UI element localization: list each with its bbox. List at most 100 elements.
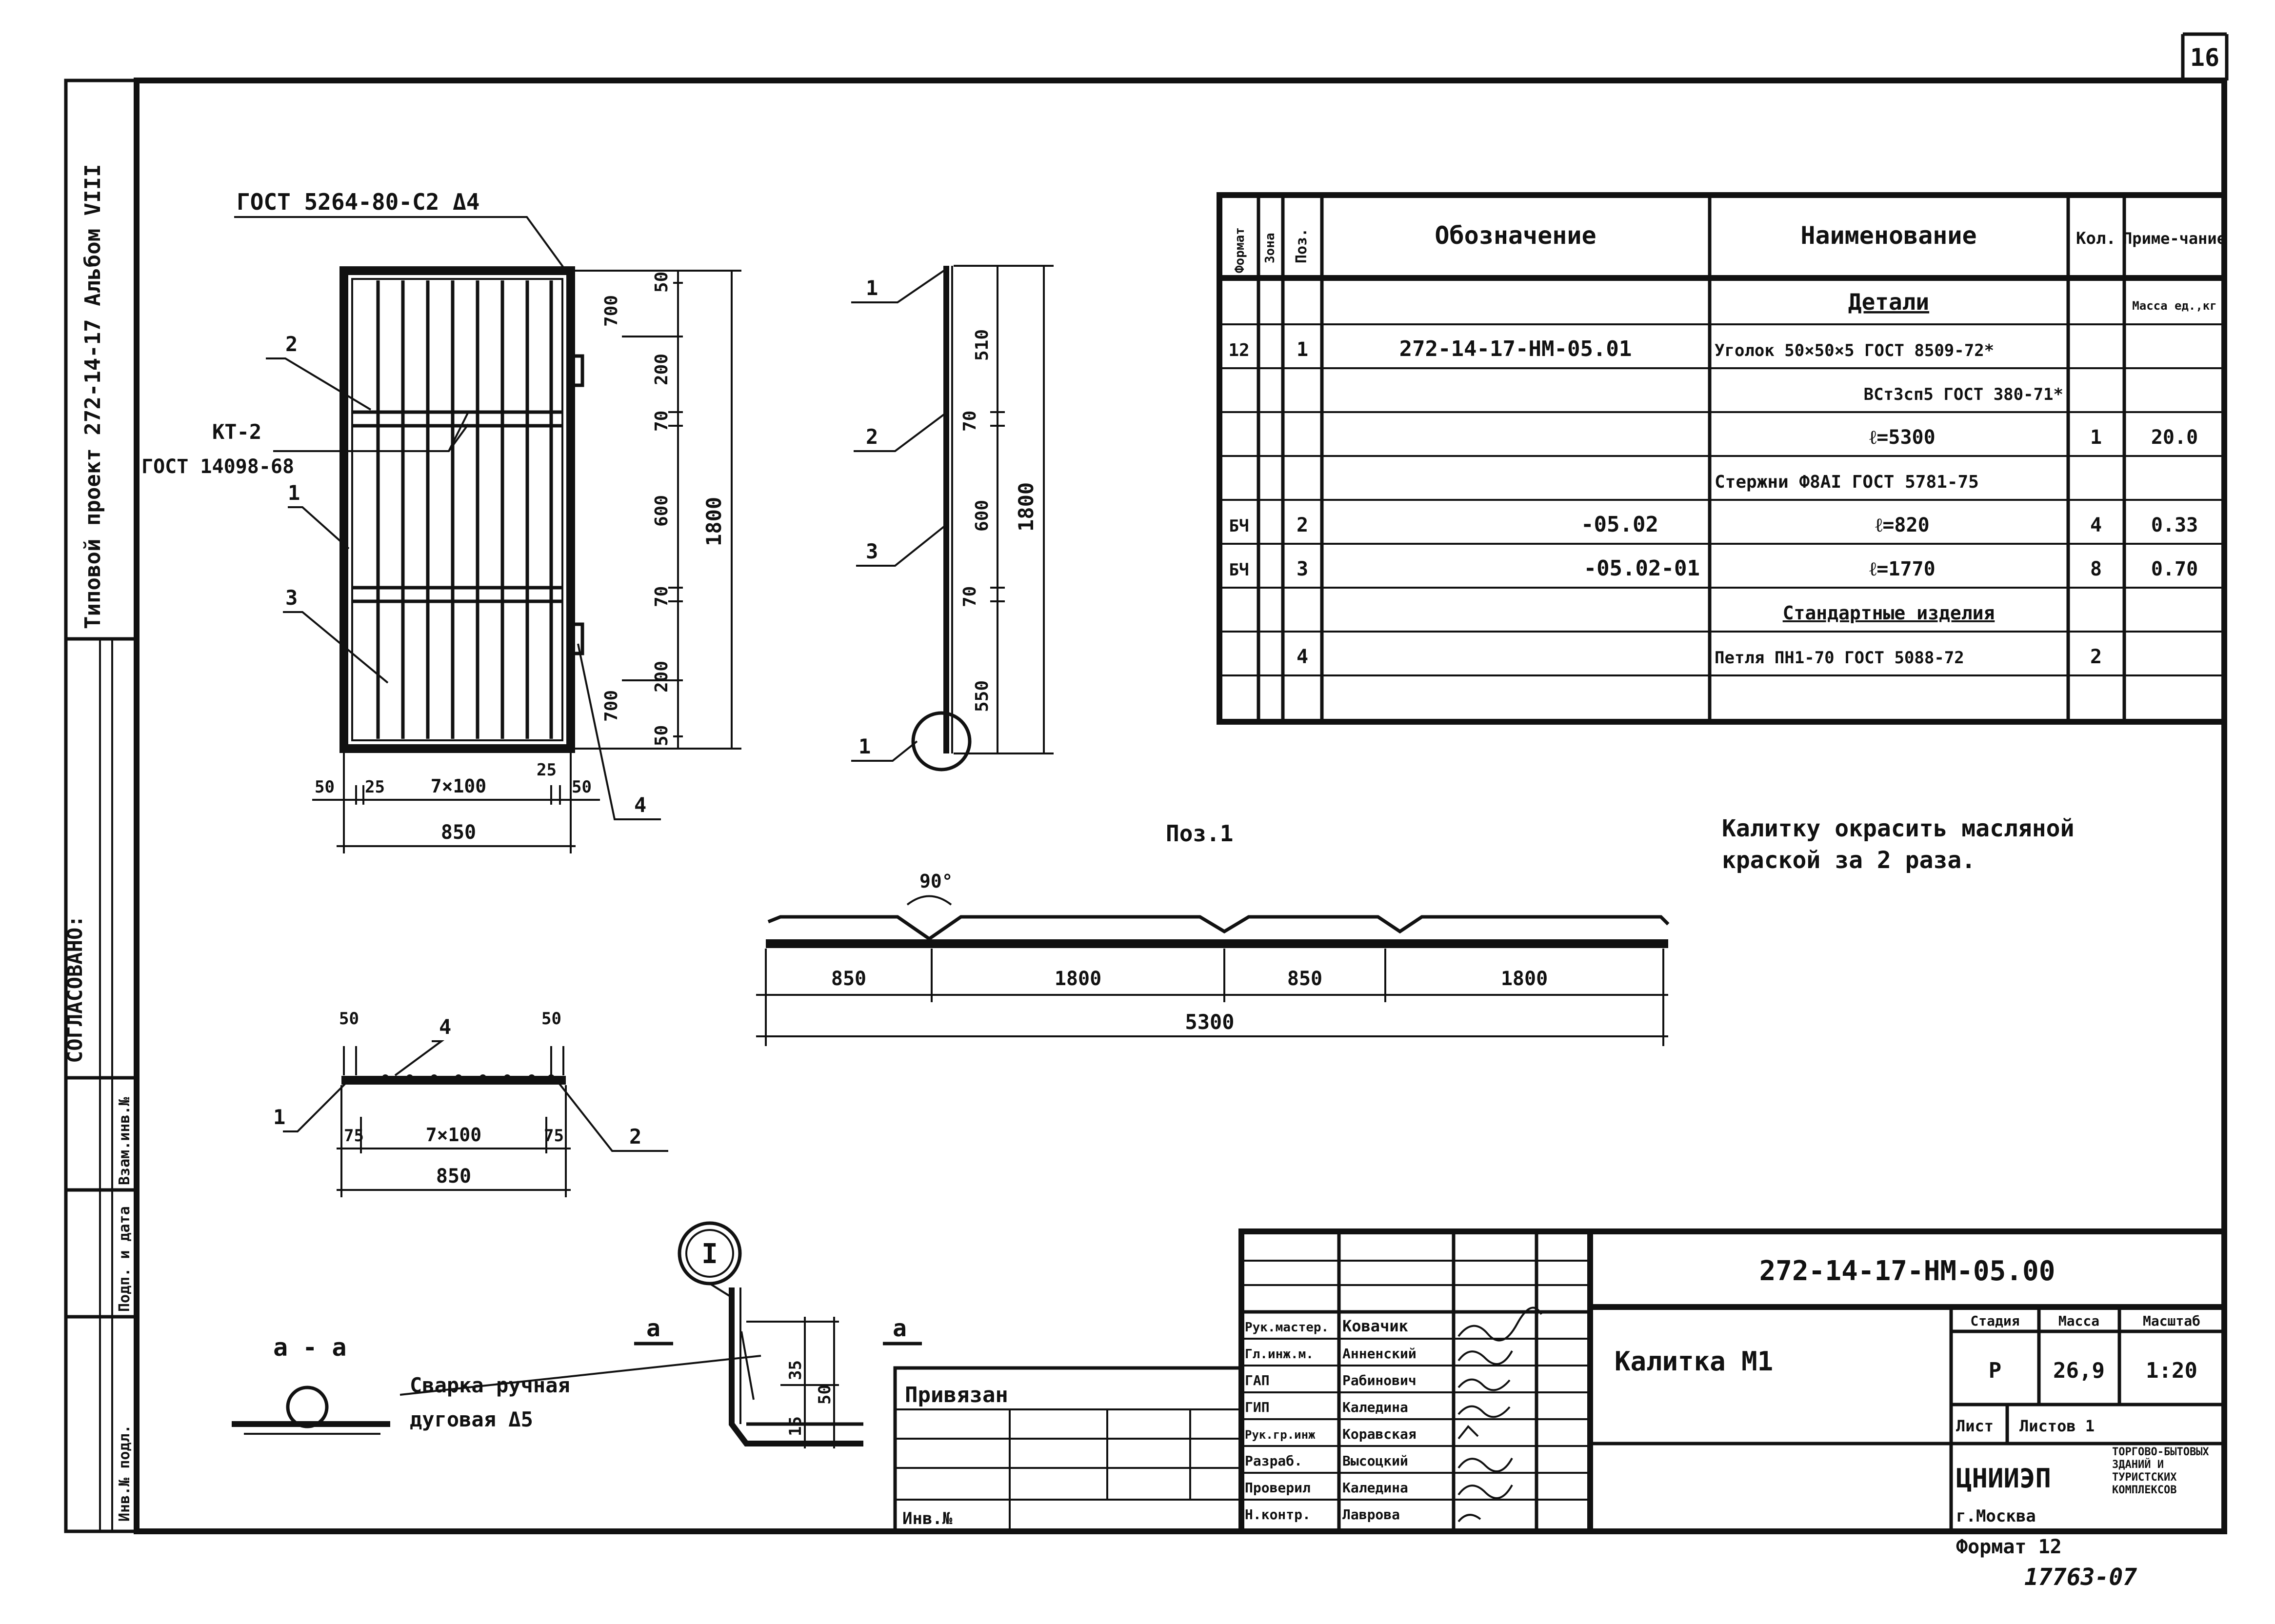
unfold-title: Поз.1 [1166,820,1233,847]
dim-mid-70a: 70 [652,411,672,432]
side-pos-1a: 1 [866,276,878,300]
format-label: Формат 12 [1956,1536,2062,1558]
inv-no-label: Инв.№ [902,1509,953,1528]
unfold-seg-1: 850 [831,968,866,990]
row8-name: Петля ПН1-70 ГОСТ 5088-72 [1715,648,1964,668]
row2-name: ВСт3сп5 ГОСТ 380-71* [1864,385,2063,404]
row8-qty: 2 [2090,646,2102,668]
drawing-title: Калитка М1 [1615,1346,1773,1377]
plan-dim-75b: 75 [544,1126,564,1146]
dim-mid-600: 600 [652,495,672,527]
role-7: Н.контр. [1245,1506,1311,1523]
name-2: Рабинович [1342,1372,1417,1388]
col-stage: Стадия [1970,1313,2019,1329]
side-dim-70b: 70 [960,586,980,607]
name-6: Каледина [1342,1480,1408,1496]
weld-line-1: Сварка ручная [410,1373,570,1397]
plan-pos-1: 1 [273,1105,285,1129]
front-pos-4: 4 [634,793,646,817]
row1-format: 12 [1228,340,1249,360]
row6-pos: 3 [1297,558,1308,580]
weld-detail: I а а 35 50 15 а - а Сварка ручная дугов… [232,1221,922,1448]
detail-dim-50: 50 [815,1385,835,1405]
dim-mid-70b: 70 [652,586,672,607]
detail-dim-15: 15 [786,1416,805,1436]
gate-front-view: ГОСТ 5264-80-С2 Δ4 2 КТ-2 ГОСТ 14098-68 … [141,189,741,853]
weld-note-top: ГОСТ 5264-80-С2 Δ4 [237,189,480,215]
left-margin: Типовой проект 272-14-17 Альбом VIII СОГ… [63,79,139,1533]
row3-name: ℓ=5300 [1869,426,1935,449]
title-block: Рук.мастер. Гл.инж.м. ГАП ГИП Рук.гр.инж… [1238,1228,2227,1534]
note-line-2: краской за 2 раза. [1722,847,1976,874]
detail-dim-35: 35 [786,1360,805,1380]
role-1: Гл.инж.м. [1245,1347,1314,1362]
hdr-zone: Зона [1263,233,1277,263]
row5-format: БЧ [1229,516,1249,536]
hdr-format: Формат [1233,227,1247,273]
row5-name: ℓ=820 [1875,514,1929,536]
dim-b-7x100: 7×100 [431,775,486,797]
side-approval: СОГЛАСОВАНО: [63,915,87,1063]
front-pos-2: 2 [285,332,298,356]
front-pos-3: 3 [285,586,298,610]
unfold-seg-3: 850 [1287,968,1322,990]
side-field-3: Инв.№ подл. [116,1425,133,1522]
privyazan-label: Привязан [905,1383,1008,1407]
plan-dim-50a: 50 [339,1009,359,1029]
section-mark-right: а [893,1315,907,1342]
side-dim-600: 600 [972,500,992,532]
scale-value: 1:20 [2146,1358,2197,1383]
plan-dim-850: 850 [436,1165,471,1188]
org-description: торгово-бытовых зданий и туристских комп… [2112,1446,2209,1496]
sheet-label: Лист [1956,1417,1994,1435]
section-mark-left: а [646,1315,660,1342]
unfold-seg-4: 1800 [1501,968,1548,990]
row3-note: 20.0 [2151,426,2198,449]
name-1: Анненский [1342,1346,1417,1362]
plan-pos-4: 4 [439,1015,451,1039]
kt-label: КТ-2 [212,420,261,444]
unfolded-angle: Поз.1 90° 850 1800 850 1800 5300 [756,820,1670,1046]
row1-pos: 1 [1297,338,1308,361]
gate-side-view: 1 2 3 1 510 70 600 70 550 1800 [851,265,1054,772]
row5-designation: -05.02 [1581,512,1658,537]
dim-top-50: 50 [652,272,672,293]
row4-name: Стержни Ф8АI ГОСТ 5781-75 [1715,472,1979,492]
painting-note: Калитку окрасить масляной краской за 2 р… [1722,815,2074,874]
dim-height-1800: 1800 [702,497,726,546]
role-4: Рук.гр.инж [1245,1428,1316,1442]
side-dim-510: 510 [972,329,992,361]
doc-code: 272-14-17-НМ-05.00 [1759,1255,2055,1287]
kt-standard: ГОСТ 14098-68 [141,456,294,478]
archive-number: 17763-07 [2024,1564,2137,1591]
signatures [1457,1307,1542,1523]
row0-note: Масса ед.,кг [2132,299,2216,313]
plan-dim-7x100: 7×100 [426,1124,481,1146]
col-scale: Масштаб [2143,1313,2200,1329]
row6-note: 0.70 [2151,558,2198,580]
name-4: Коравская [1342,1426,1417,1442]
stage-value: Р [1989,1358,2002,1383]
section-label: а - а [273,1333,347,1362]
row6-designation: -05.02-01 [1584,556,1700,581]
dim-bot-700: 700 [601,690,621,722]
plan-dim-75a: 75 [344,1126,364,1146]
role-6: Проверил [1245,1480,1311,1496]
note-line-1: Калитку окрасить масляной [1722,815,2074,842]
dim-b-50b: 50 [572,777,592,797]
row0-name: Детали [1848,289,1929,315]
side-field-2: Подп. и дата [116,1206,133,1312]
row5-pos: 2 [1297,514,1308,536]
col-mass: Масса [2058,1313,2099,1329]
org-name: ЦНИИЭП [1956,1463,2051,1494]
row3-qty: 1 [2090,426,2102,449]
side-pos-3: 3 [866,539,878,563]
hdr-designation: Обозначение [1435,221,1596,250]
side-pos-1b: 1 [858,734,871,758]
name-5: Высоцкий [1342,1453,1408,1469]
row6-qty: 8 [2090,558,2102,580]
role-3: ГИП [1245,1399,1270,1415]
side-title: Типовой проект 272-14-17 Альбом VIII [80,164,105,629]
row5-qty: 4 [2090,514,2102,536]
plan-pos-2: 2 [629,1125,641,1149]
